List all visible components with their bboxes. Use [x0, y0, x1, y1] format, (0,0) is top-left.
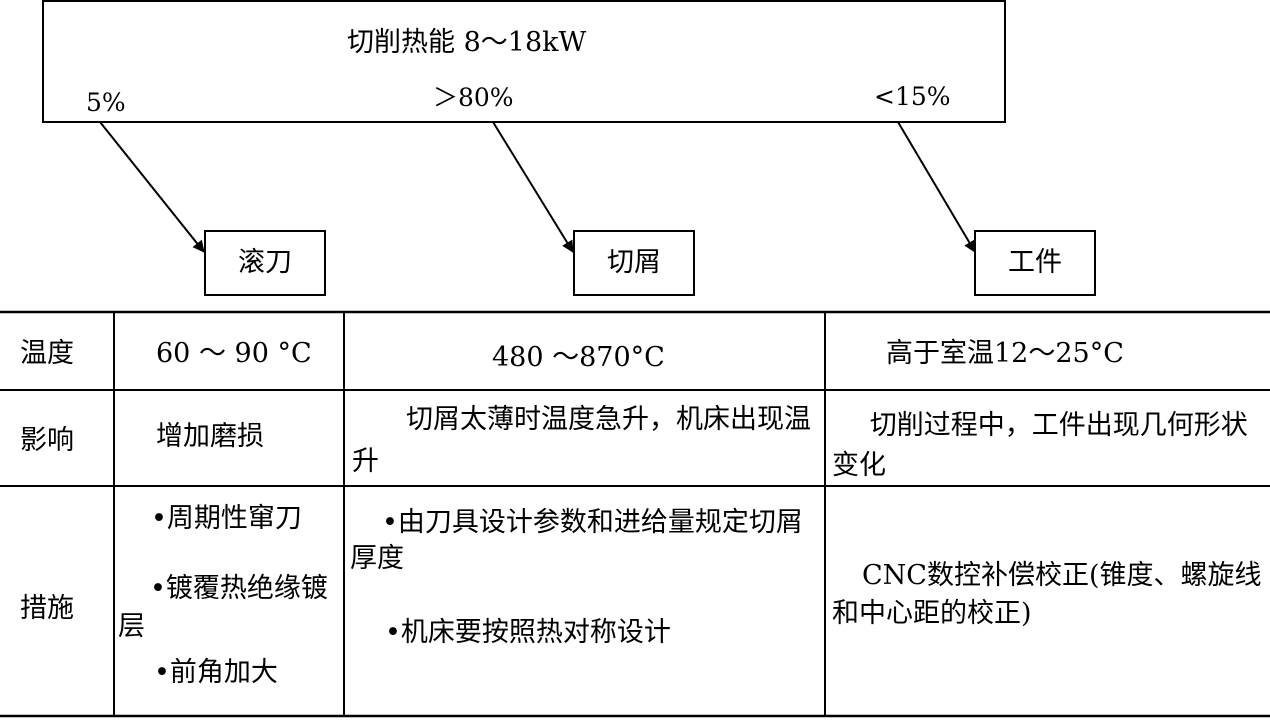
workpiece-temperature: 高于室温12～25°C — [886, 338, 1124, 369]
row-label-temperature: 温度 — [20, 338, 74, 369]
chip-measure-2: •机床要按照热对称设计 — [385, 617, 671, 648]
workpiece-box — [974, 230, 1096, 296]
hob-temperature: 60 ～ 90 °C — [156, 338, 312, 369]
workpiece-effect: 切削过程中，工件出现几何形状变化 — [832, 410, 1248, 481]
table-grid — [0, 310, 1270, 718]
hob-effect: 增加磨损 — [156, 421, 264, 452]
arrow-to-hob — [99, 121, 205, 253]
workpiece-measure: CNC数控补偿校正(锥度、螺旋线和中心距的校正) — [832, 560, 1262, 629]
chip-temperature: 480 ～870°C — [492, 342, 665, 373]
hob-measure-2: •镀覆热绝缘镀层 — [118, 573, 328, 642]
arrow-to-chip — [492, 121, 574, 253]
row-label-effect: 影响 — [20, 425, 74, 456]
chip-measure-1: •由刀具设计参数和进给量规定切屑厚度 — [350, 507, 803, 574]
heat-source-box — [42, 0, 1006, 123]
heat-source-title: 切削热能 8～18kW — [347, 27, 587, 58]
workpiece-label: 工件 — [1008, 247, 1062, 278]
chip-share-label: ＞80% — [433, 83, 514, 112]
chip-effect: 切屑太薄时温度急升，机床出现温升 — [352, 404, 811, 477]
hob-measure-1: •周期性窜刀 — [151, 503, 302, 534]
hob-measure-3: •前角加大 — [154, 657, 278, 688]
chip-box — [573, 230, 695, 296]
hob-share-label: 5% — [86, 88, 126, 117]
hob-label: 滚刀 — [238, 247, 292, 278]
hob-box — [204, 230, 326, 296]
arrow-to-workpiece — [897, 121, 976, 253]
row-label-measures: 措施 — [20, 593, 74, 624]
chip-label: 切屑 — [607, 247, 661, 278]
workpiece-share-label: <15% — [874, 82, 951, 111]
